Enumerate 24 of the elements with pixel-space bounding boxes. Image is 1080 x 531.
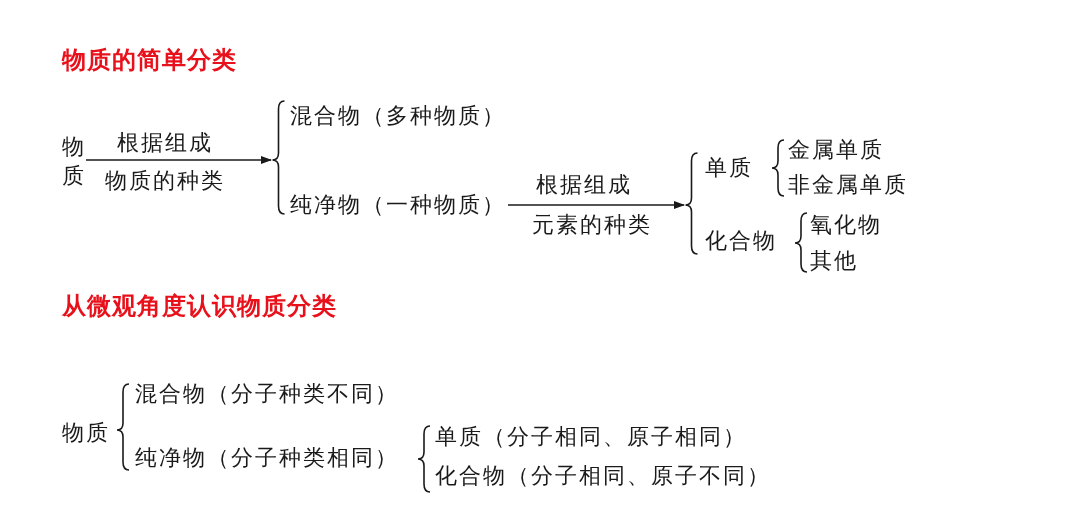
category-label: 纯净物（分子种类相同） (135, 445, 399, 472)
brace (685, 152, 698, 255)
category-label: 物质 (62, 133, 84, 190)
section-heading: 从微观角度认识物质分类 (62, 292, 337, 321)
arrow (85, 156, 273, 164)
arrow-label: 元素的种类 (532, 212, 652, 239)
category-label: 氧化物 (810, 212, 882, 239)
arrow-label: 根据组成 (536, 172, 632, 199)
category-label: 单质 (705, 155, 753, 182)
category-label: 混合物（分子种类不同） (135, 381, 399, 408)
category-label: 化合物（分子相同、原子不同） (435, 463, 771, 490)
category-label: 金属单质 (788, 137, 884, 164)
section-heading: 物质的简单分类 (62, 46, 237, 75)
category-label: 化合物 (705, 228, 777, 255)
arrow-label: 物质的种类 (105, 168, 225, 195)
arrow (507, 201, 686, 209)
category-label: 物质 (62, 420, 110, 447)
category-label: 混合物（多种物质） (290, 103, 506, 130)
category-label: 纯净物（一种物质） (290, 192, 506, 219)
category-label: 非金属单质 (788, 172, 908, 199)
category-label: 单质（分子相同、原子相同） (435, 424, 747, 451)
category-label: 其他 (810, 248, 858, 275)
brace (272, 100, 285, 215)
arrow-label: 根据组成 (117, 130, 213, 157)
